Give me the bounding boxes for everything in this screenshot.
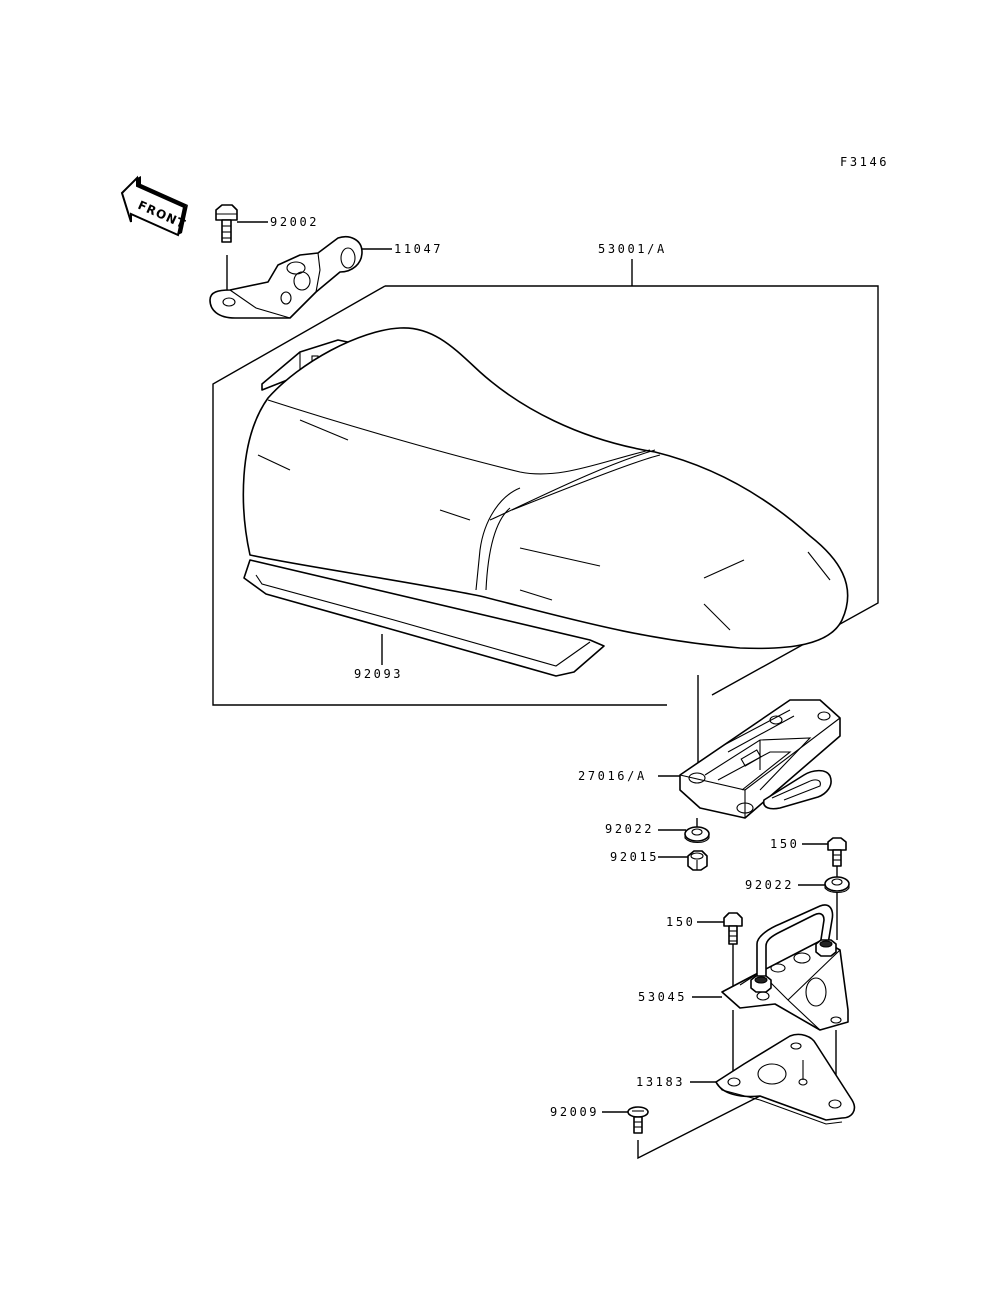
part-label-150-b: 150 (666, 915, 695, 929)
part-label-92009: 92009 (550, 1105, 599, 1119)
bolt-150-b (723, 912, 743, 945)
part-label-53045: 53045 (638, 990, 687, 1004)
part-label-53001: 53001/A (598, 242, 667, 256)
part-label-92022-a: 92022 (605, 822, 654, 836)
part-label-27016: 27016/A (578, 769, 647, 783)
bolt-150-a (827, 837, 847, 867)
bracket-11047 (209, 236, 363, 319)
figure-code: F3146 (840, 155, 889, 169)
part-label-13183: 13183 (636, 1075, 685, 1089)
bolt-92002 (215, 204, 238, 243)
part-label-150-a: 150 (770, 837, 799, 851)
part-label-92002: 92002 (270, 215, 319, 229)
bracket-53045 (721, 904, 849, 1031)
plate-13183 (715, 1033, 856, 1125)
part-label-92022-b: 92022 (745, 878, 794, 892)
screw-92009 (627, 1106, 649, 1134)
washer-92022-b (824, 876, 850, 894)
lock-27016 (679, 699, 841, 819)
washer-92022-a (684, 826, 710, 844)
part-label-11047: 11047 (394, 242, 443, 256)
part-label-92015: 92015 (610, 850, 659, 864)
nut-92015 (687, 850, 708, 871)
seat-53001 (242, 327, 849, 677)
front-arrow-icon: FRONT (120, 175, 188, 237)
part-label-92093: 92093 (354, 667, 403, 681)
